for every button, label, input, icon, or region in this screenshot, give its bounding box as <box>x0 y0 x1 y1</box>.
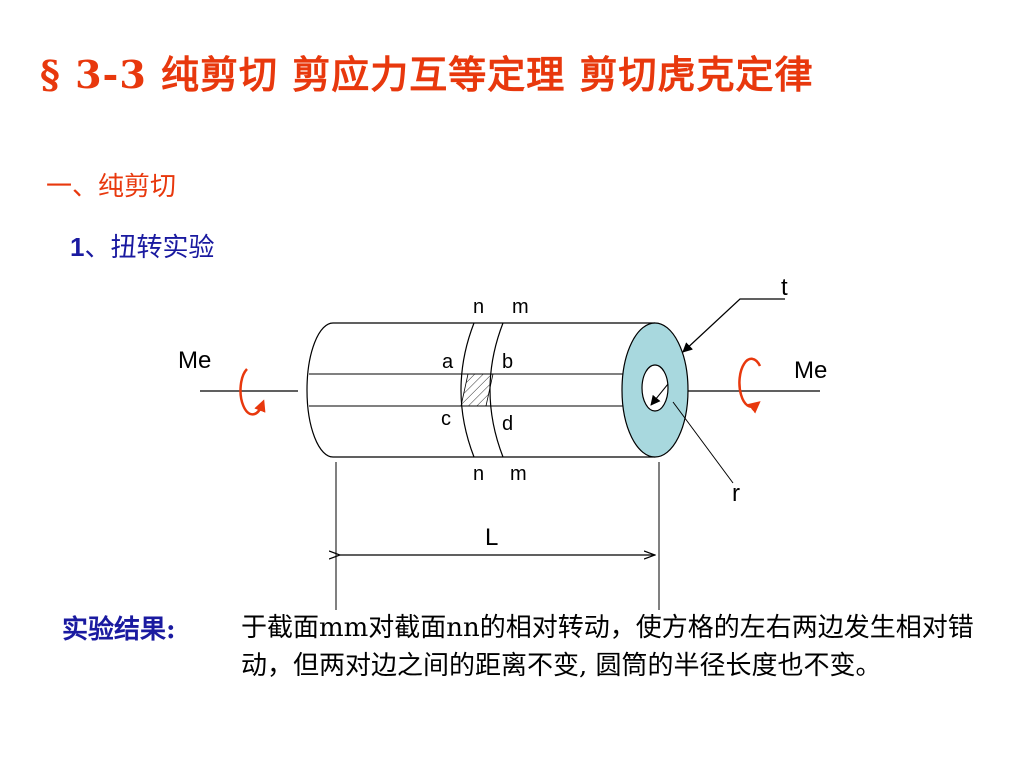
label-d: d <box>502 413 513 435</box>
section-heading: 一、纯剪切 <box>46 172 177 202</box>
result-label: 实验结果: <box>62 615 176 645</box>
tube-bore <box>641 364 669 412</box>
thickness-leader <box>682 298 785 353</box>
label-n-bottom: n <box>473 463 484 485</box>
label-b: b <box>502 351 513 373</box>
torque-arrow-right-icon <box>738 357 762 414</box>
section-mm-line <box>489 322 504 458</box>
subsection-heading: 1、扭转实验 <box>70 227 214 264</box>
result-text: 于截面mm对截面nn的相对转动，使方格的左右两边发生相对错动，但两对边之间的距离… <box>241 613 974 681</box>
shear-element <box>460 373 494 407</box>
label-m-top: m <box>512 296 529 318</box>
label-a: a <box>442 351 454 373</box>
radius-leader <box>672 401 734 484</box>
radius-arrow <box>650 383 669 406</box>
label-me-right: Me <box>794 357 827 384</box>
label-m-bottom: m <box>510 463 527 485</box>
section-nn-line <box>460 322 475 458</box>
label-n-top: n <box>473 296 484 318</box>
label-l: L <box>485 524 498 551</box>
label-me-left: Me <box>178 347 211 374</box>
label-r: r <box>732 480 740 507</box>
label-c: c <box>441 408 451 430</box>
slide-title: § 3-3 纯剪切 剪应力互等定理 剪切虎克定律 <box>40 52 814 97</box>
subsection-number: 1 <box>70 232 85 262</box>
subsection-label: 、扭转实验 <box>84 233 215 263</box>
torque-arrow-left-icon <box>239 368 266 416</box>
label-t: t <box>781 274 788 301</box>
